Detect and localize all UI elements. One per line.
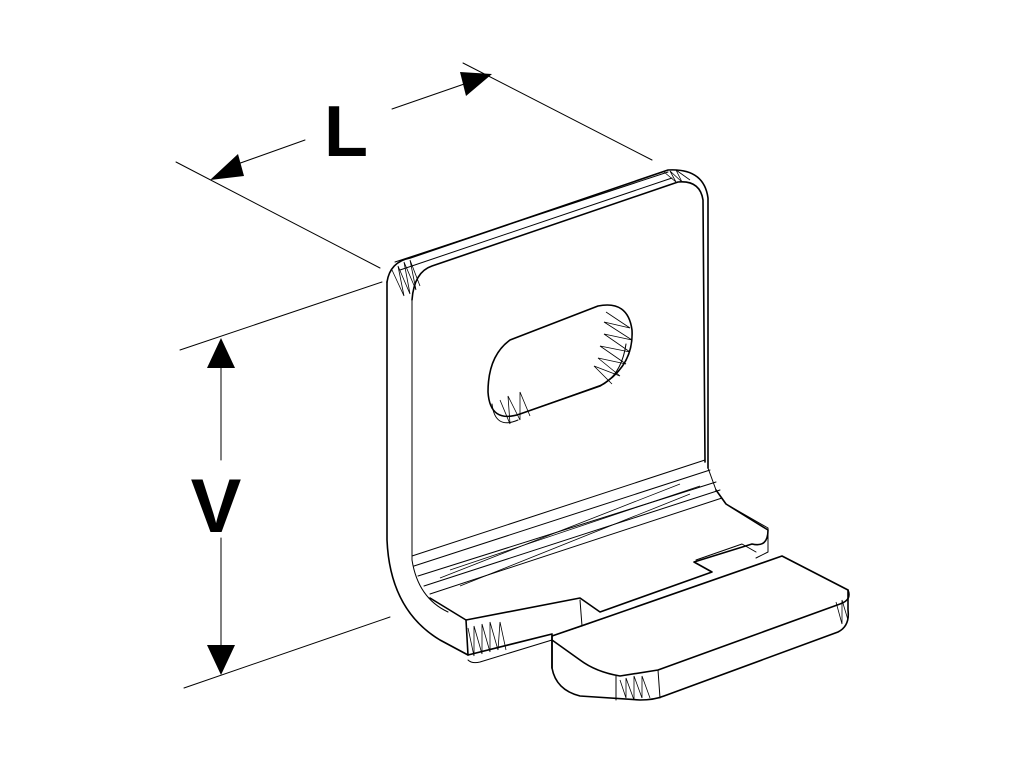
length-dimension-line-left <box>231 139 306 167</box>
length-extension-line-right <box>462 62 653 161</box>
height-extension-line-top <box>179 281 383 351</box>
flange-notch-left <box>551 599 611 637</box>
flange-left-hatch <box>467 621 507 657</box>
angle-bracket <box>386 169 850 701</box>
length-arrowhead-left <box>210 154 244 180</box>
tongue-front-face <box>551 589 850 701</box>
top-right-corner-hatch <box>663 169 691 183</box>
height-label: V <box>191 464 242 549</box>
vertical-plate-top-edge <box>394 171 673 271</box>
flange-right-edge <box>707 467 769 559</box>
length-dimension-line-right <box>391 81 471 110</box>
bottom-flange-top-face <box>429 489 769 621</box>
length-dimension: L <box>175 62 653 269</box>
tongue-front-inner <box>615 669 661 701</box>
length-extension-line-left <box>175 161 381 269</box>
tongue-top-face <box>551 555 850 677</box>
flange-notch-right <box>693 543 757 573</box>
oblong-slot-outer <box>487 304 633 418</box>
oblong-slot-inner <box>491 343 627 424</box>
top-left-corner-hatch <box>391 259 421 297</box>
bend-zone <box>411 459 723 595</box>
length-label: L <box>324 92 368 172</box>
vertical-plate-outer-edge <box>386 169 709 469</box>
tongue-hatch <box>619 599 849 701</box>
slot-hatch <box>499 311 633 425</box>
height-arrowhead-top <box>207 338 235 368</box>
bracket-left-inner-edge <box>411 299 449 613</box>
height-arrowhead-bottom <box>207 645 235 675</box>
height-extension-line-bottom <box>183 616 391 689</box>
length-arrowhead-right <box>460 72 492 96</box>
height-dimension: V <box>179 281 391 689</box>
flange-left-front-bottom <box>467 639 553 664</box>
bracket-left-outer-edge <box>386 281 469 656</box>
